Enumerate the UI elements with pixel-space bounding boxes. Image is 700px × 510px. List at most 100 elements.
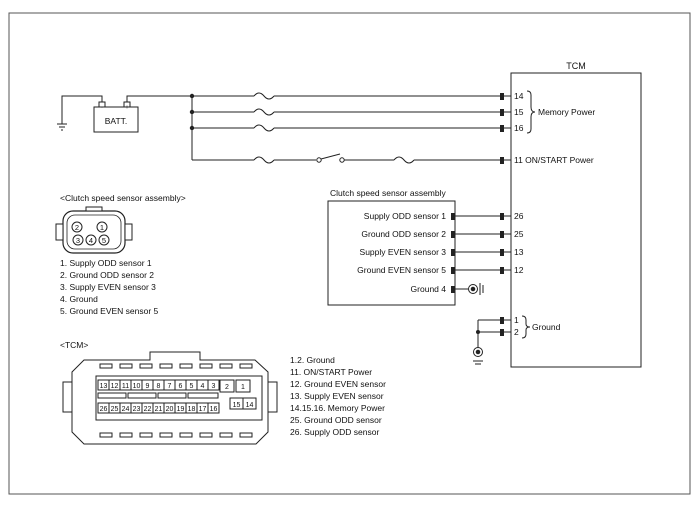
tcm-pin-label: 2 bbox=[514, 327, 519, 337]
tcm-connector-latch bbox=[267, 381, 278, 413]
sensor-assembly-title: Clutch speed sensor assembly bbox=[330, 188, 447, 198]
tcm-legend-item: 13. Supply EVEN sensor bbox=[290, 391, 384, 401]
tcm-ground-wires bbox=[477, 319, 511, 348]
tcm-ground-pin-markers bbox=[500, 317, 504, 336]
fuse-icon bbox=[253, 156, 275, 164]
tcm-connector-pin: 22 bbox=[144, 406, 152, 413]
ground-label: Ground bbox=[532, 322, 561, 332]
page-border bbox=[8, 12, 691, 495]
switch-contact-icon bbox=[316, 157, 322, 163]
ignition-switch-icon bbox=[320, 153, 341, 160]
tcm-ground-icon bbox=[473, 347, 483, 365]
tcm-box bbox=[510, 72, 642, 368]
tcm-top-pin-stubs bbox=[504, 95, 511, 161]
battery: - + BATT. bbox=[93, 101, 139, 133]
tcm-connector-pin: 17 bbox=[199, 406, 207, 413]
battery-plus: + bbox=[125, 105, 129, 111]
memory-power-label: Memory Power bbox=[538, 107, 595, 117]
connector-legend-item: 4. Ground bbox=[60, 294, 98, 304]
fuse-icon bbox=[393, 156, 415, 164]
tcm-pin-label: 14 bbox=[514, 91, 524, 101]
on-start-wire bbox=[192, 153, 500, 164]
tcm-connector-latch bbox=[62, 381, 73, 413]
sensor-row-label: Ground EVEN sensor 5 bbox=[357, 265, 446, 275]
tcm-connector bbox=[62, 351, 278, 445]
tcm-connector-pin: 23 bbox=[133, 406, 141, 413]
tcm-connector-pin: 1 bbox=[241, 384, 245, 391]
connector-pin-label: 2 bbox=[75, 223, 79, 232]
tcm-legend-item: 11. ON/START Power bbox=[290, 367, 372, 377]
tcm-connector-pin: 10 bbox=[133, 383, 141, 390]
tcm-connector-pin: 18 bbox=[188, 406, 196, 413]
tcm-legend-item: 12. Ground EVEN sensor bbox=[290, 379, 386, 389]
sensor-row-label: Supply ODD sensor 1 bbox=[364, 211, 446, 221]
sensor-pin-markers bbox=[451, 213, 455, 293]
battery-ground-wire bbox=[61, 95, 103, 124]
connector-legend-item: 5. Ground EVEN sensor 5 bbox=[60, 306, 159, 316]
connector-legend-item: 1. Supply ODD sensor 1 bbox=[60, 258, 152, 268]
connector-legend-item: 3. Supply EVEN sensor 3 bbox=[60, 282, 156, 292]
connector-pin-label: 4 bbox=[89, 236, 93, 245]
tcm-connector-pin: 25 bbox=[111, 406, 119, 413]
fuse-icon bbox=[253, 92, 275, 100]
tcm-top-pin-markers bbox=[500, 93, 504, 164]
tcm-connector-pin: 8 bbox=[157, 383, 161, 390]
sensor-row-label: Supply EVEN sensor 3 bbox=[360, 247, 447, 257]
tcm-pin-label: 12 bbox=[514, 265, 524, 275]
connector-latch bbox=[124, 223, 133, 241]
battery-label: BATT. bbox=[105, 116, 128, 126]
tcm-connector-pin: 11 bbox=[122, 383, 129, 390]
connector-inner-outline bbox=[66, 214, 122, 250]
battery-positive-wire bbox=[126, 95, 192, 102]
tcm-sensor-pin-markers bbox=[500, 213, 504, 274]
tcm-connector-pin: 26 bbox=[100, 406, 108, 413]
connector-pin-label: 5 bbox=[102, 236, 106, 245]
chassis-ground-icon bbox=[57, 123, 67, 131]
tcm-connector-pin: 24 bbox=[122, 406, 130, 413]
battery-minus: - bbox=[101, 105, 103, 111]
tcm-connector-pin: 13 bbox=[100, 383, 108, 390]
tcm-pin-label: 25 bbox=[514, 229, 524, 239]
connector-outline bbox=[62, 210, 126, 254]
tcm-legend-item: 26. Supply ODD sensor bbox=[290, 427, 379, 437]
tcm-connector-pin: 16 bbox=[210, 406, 218, 413]
tcm-connector-pin: 14 bbox=[246, 402, 254, 409]
tcm-title: TCM bbox=[566, 61, 586, 71]
tcm-connector-pin: 21 bbox=[155, 406, 163, 413]
tcm-legend-item: 1.2. Ground bbox=[290, 355, 335, 365]
tcm-pin-label: 15 bbox=[514, 107, 524, 117]
tcm-connector-pin: 19 bbox=[177, 406, 185, 413]
tcm-connector-pin: 7 bbox=[168, 383, 172, 390]
tcm-connector-pin: 9 bbox=[146, 383, 150, 390]
tcm-connector-pin: 20 bbox=[166, 406, 174, 413]
tcm-connector-pin: 6 bbox=[179, 383, 183, 390]
connector-pin-label: 3 bbox=[76, 236, 80, 245]
connector-pin-label: 1 bbox=[100, 223, 104, 232]
fuse-icon bbox=[253, 124, 275, 132]
connector-tcm-title: <TCM> bbox=[60, 340, 88, 350]
fuse-icon bbox=[253, 108, 275, 116]
tcm-pin-label: 13 bbox=[514, 247, 524, 257]
sensor-assembly-box bbox=[327, 200, 456, 306]
tcm-connector-pin-numbers: 13 12 11 10 9 8 7 6 5 4 3 2 1 15 14 26 2… bbox=[100, 383, 254, 413]
tcm-connector-pin: 3 bbox=[212, 383, 216, 390]
tcm-pin-label: 16 bbox=[514, 123, 524, 133]
switch-contact-icon bbox=[339, 157, 345, 163]
tcm-legend-item: 25. Ground ODD sensor bbox=[290, 415, 382, 425]
connector-legend-item: 2. Ground ODD sensor 2 bbox=[60, 270, 154, 280]
tcm-pin-label: 26 bbox=[514, 211, 524, 221]
connector-latch bbox=[55, 223, 64, 241]
sensor-row-label: Ground ODD sensor 2 bbox=[361, 229, 446, 239]
clutch-sensor-connector: 2 1 3 4 5 bbox=[55, 206, 133, 254]
tcm-connector-pin: 4 bbox=[201, 383, 205, 390]
tcm-connector-pin: 2 bbox=[225, 384, 229, 391]
tcm-sensor-pin-stubs bbox=[504, 215, 511, 271]
tcm-pin-label: 1 bbox=[514, 315, 519, 325]
connector-key bbox=[85, 206, 103, 212]
tcm-connector-pin: 15 bbox=[233, 402, 241, 409]
tcm-connector-pin: 12 bbox=[111, 383, 119, 390]
ground-junction bbox=[476, 330, 480, 334]
tcm-connector-pin: 5 bbox=[190, 383, 194, 390]
